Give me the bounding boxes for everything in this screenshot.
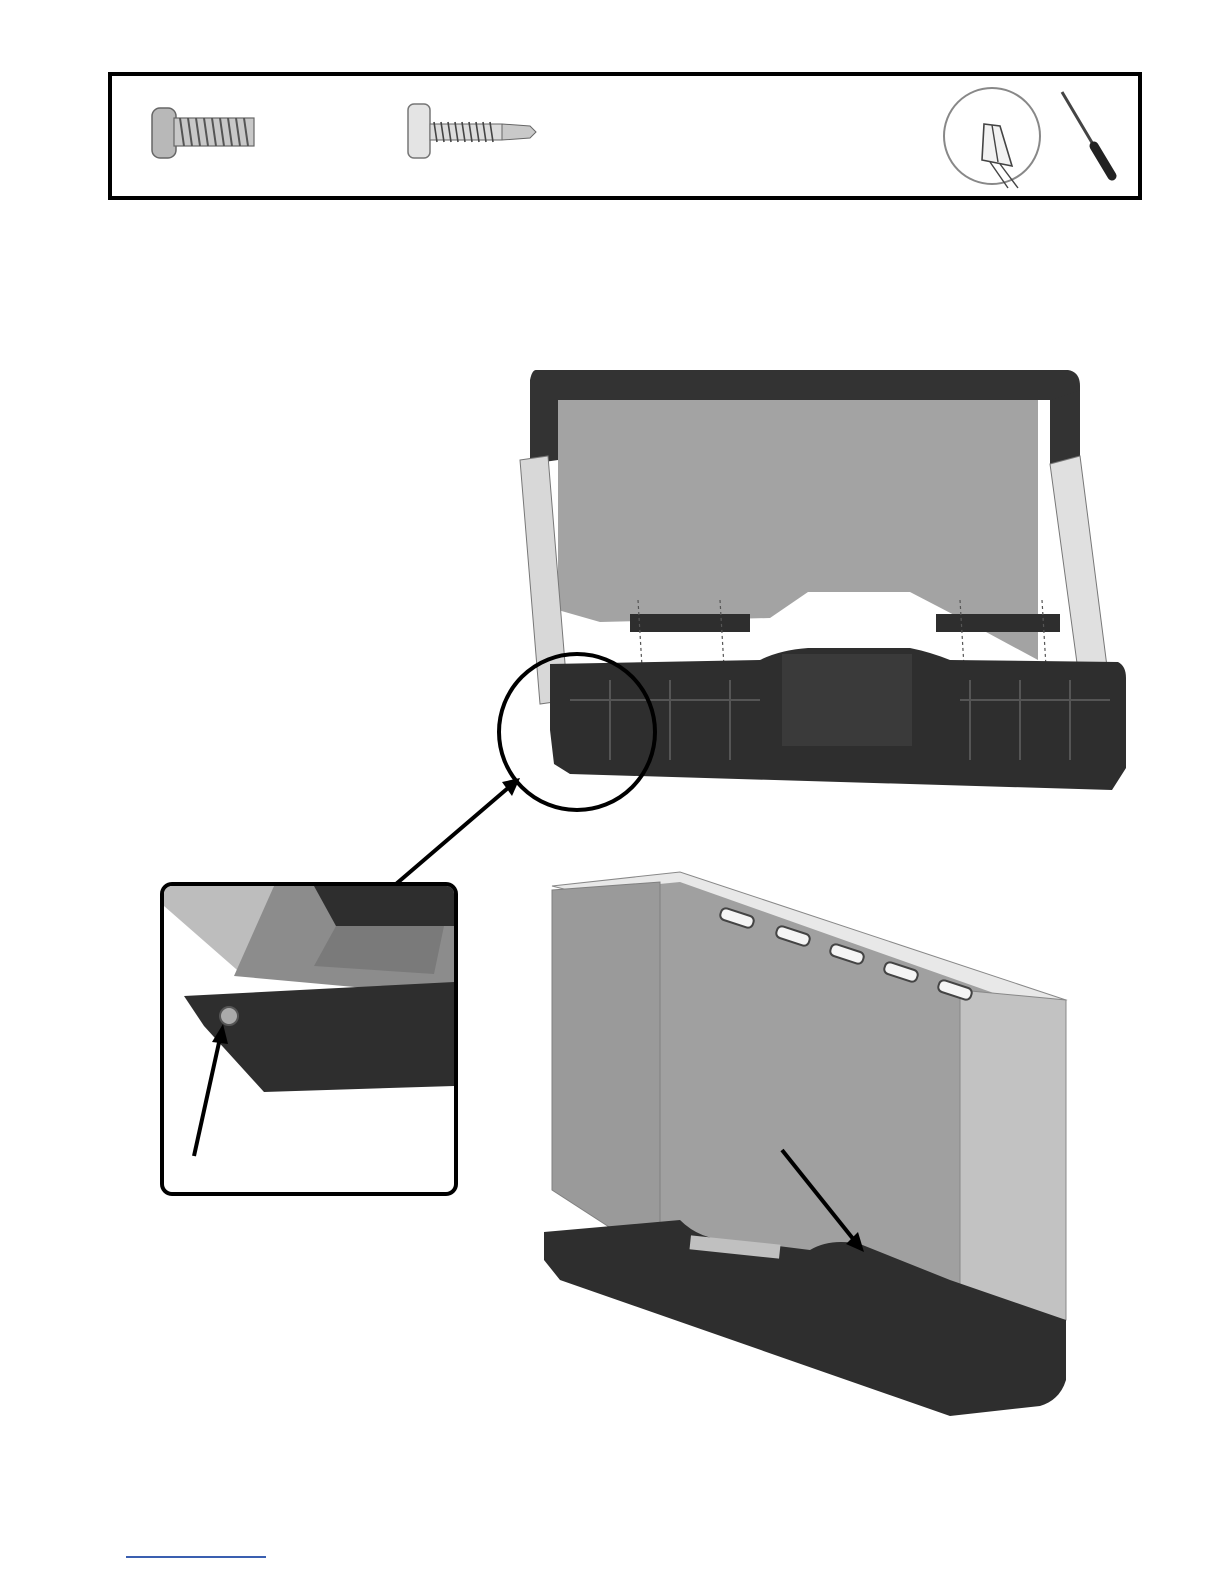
footer-link-underline (126, 1556, 266, 1558)
screw-location-detail-diagram (160, 882, 458, 1196)
callout-arrow-icon (396, 778, 520, 884)
detail-magnifier-circle (499, 654, 655, 810)
side-shelf-assembled-diagram (530, 860, 1090, 1420)
detail-svg (164, 886, 454, 1192)
